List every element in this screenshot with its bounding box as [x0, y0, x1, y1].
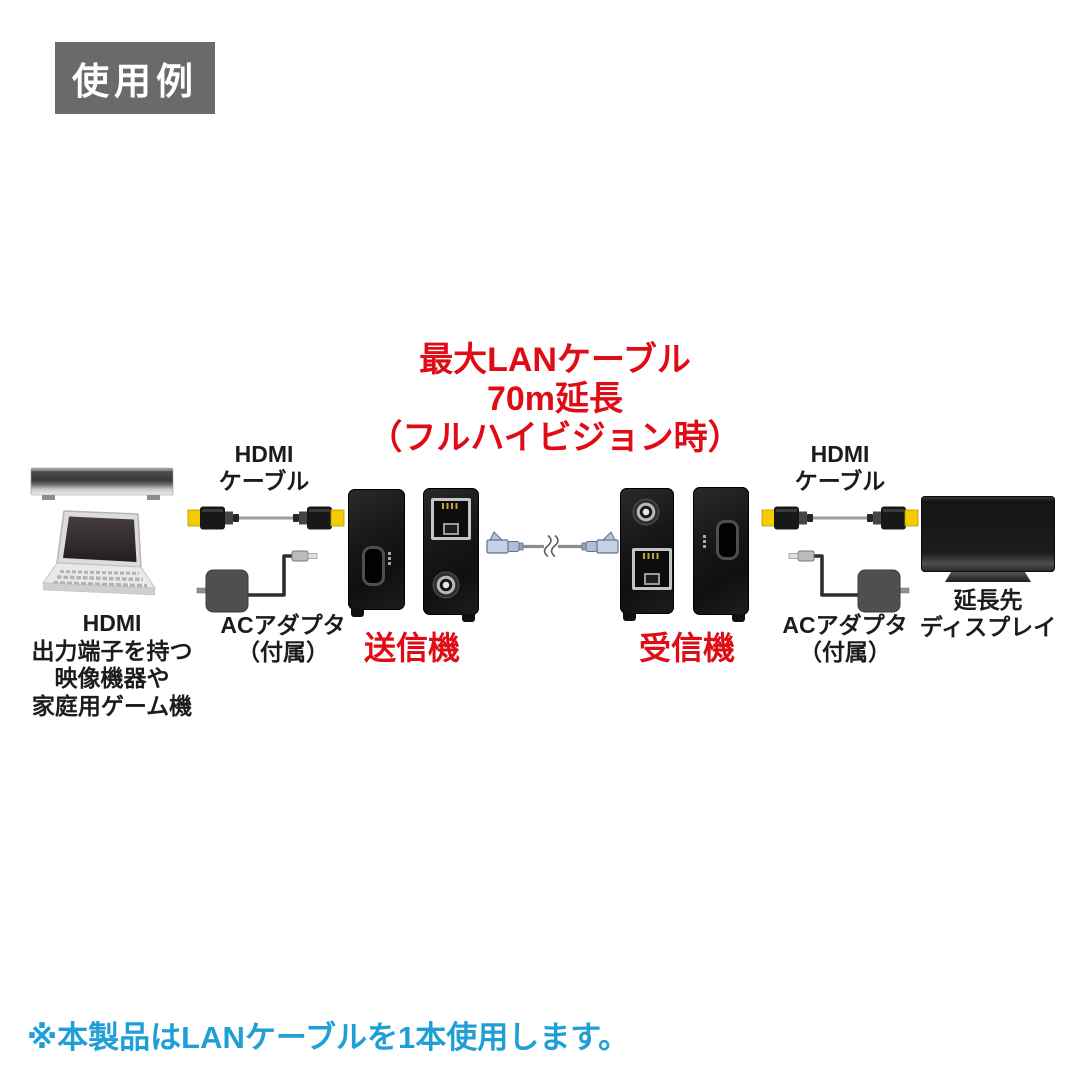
- lan-cable-illustration: [486, 531, 619, 559]
- device-foot: [732, 614, 745, 622]
- dc-power-jack-icon: [634, 500, 658, 524]
- ac-adapter-right-label-line-1: ACアダプタ: [782, 612, 908, 638]
- hdmi-cable-right-label: HDMI ケーブル: [765, 441, 915, 494]
- laptop-illustration: [42, 510, 156, 596]
- hdmi-port-icon: [362, 546, 385, 586]
- transmitter-label: 送信機: [363, 630, 460, 666]
- headline-line-1: 最大LANケーブル: [419, 341, 691, 379]
- max-length-headline: 最大LANケーブル 70m延長 （フルハイビジョン時）: [305, 341, 805, 458]
- headline-line-3: （フルハイビジョン時）: [368, 419, 742, 457]
- hdmi-cable-right-illustration: [761, 506, 919, 530]
- tv-illustration: [921, 496, 1055, 582]
- tv-screen: [921, 496, 1055, 572]
- lan-port-icon: [431, 498, 471, 540]
- ac-adapter-left-label: ACアダプタ （付属）: [203, 612, 363, 665]
- source-device-caption: HDMI 出力端子を持つ 映像機器や 家庭用ゲーム機: [12, 610, 212, 720]
- source-caption-line-2: 出力端子を持つ: [31, 637, 193, 664]
- port-label-mark: [703, 535, 706, 538]
- hdmi-cable-left-illustration: [187, 506, 345, 530]
- ac-adapter-right-illustration: [788, 550, 910, 613]
- port-label-mark: [388, 552, 391, 555]
- display-caption-line-1: 延長先: [953, 587, 1023, 613]
- transmitter-front-box: [348, 489, 405, 617]
- hdmi-cable-right-label-line-2: ケーブル: [794, 467, 886, 494]
- lan-port-notch: [644, 573, 660, 585]
- hdmi-cable-left-label: HDMI ケーブル: [189, 441, 339, 494]
- device-foot: [351, 609, 364, 617]
- ac-adapter-left-label-line-2: （付属）: [237, 638, 329, 665]
- receiver-label: 受信機: [638, 630, 735, 666]
- lan-port-pins: [643, 553, 661, 559]
- usage-example-badge: 使用例: [55, 42, 215, 114]
- source-caption-line-4: 家庭用ゲーム機: [31, 692, 193, 719]
- source-caption-line-1: HDMI: [82, 610, 142, 636]
- hdmi-port-icon: [716, 520, 739, 560]
- ac-adapter-right-label: ACアダプタ （付属）: [765, 612, 925, 665]
- bluray-recorder-illustration: [30, 467, 174, 500]
- device-foot: [623, 613, 636, 621]
- receiver-back-box: [620, 488, 674, 621]
- hdmi-cable-right-label-line-1: HDMI: [810, 441, 870, 467]
- headline-line-2: 70m延長: [486, 380, 624, 418]
- display-caption: 延長先 ディスプレイ: [908, 587, 1068, 641]
- ac-adapter-left-label-line-1: ACアダプタ: [220, 612, 346, 638]
- transmitter-back-box: [423, 488, 479, 622]
- hdmi-cable-left-label-line-2: ケーブル: [218, 467, 310, 494]
- dc-power-jack-icon: [434, 573, 458, 597]
- ac-adapter-right-label-line-2: （付属）: [799, 638, 891, 665]
- device-foot: [462, 614, 475, 622]
- lan-port-notch: [443, 523, 459, 535]
- ac-adapter-left-illustration: [196, 550, 318, 613]
- source-caption-line-3: 映像機器や: [54, 665, 170, 691]
- footnote: ※本製品はLANケーブルを1本使用します。: [27, 1020, 630, 1055]
- hdmi-cable-left-label-line-1: HDMI: [234, 441, 294, 467]
- badge-label: 使用例: [72, 61, 198, 102]
- receiver-front-box: [693, 487, 749, 622]
- lan-port-icon: [632, 548, 672, 590]
- tv-stand: [945, 572, 1031, 582]
- lan-port-pins: [442, 503, 460, 509]
- display-caption-line-2: ディスプレイ: [919, 614, 1057, 640]
